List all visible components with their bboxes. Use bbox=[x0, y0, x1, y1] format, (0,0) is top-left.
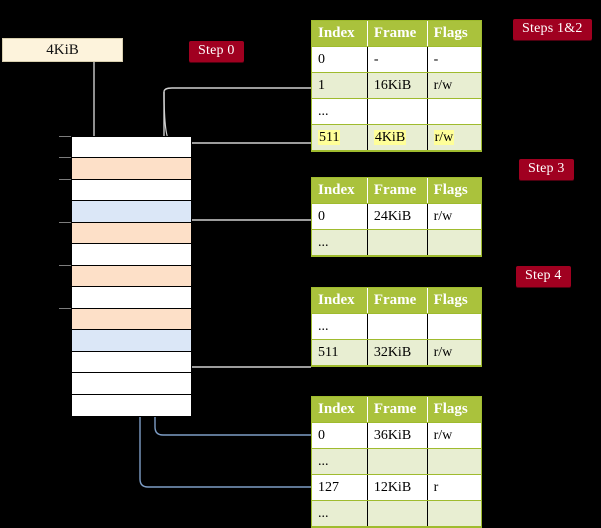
table-row[interactable]: ... bbox=[312, 98, 481, 125]
cell-flags bbox=[427, 98, 481, 125]
memory-row bbox=[72, 201, 191, 223]
cell-flags: r/w bbox=[427, 422, 481, 449]
table-row[interactable]: ... bbox=[312, 500, 481, 527]
table-header-row: Index Frame Flags bbox=[312, 178, 481, 204]
table-row[interactable]: ... bbox=[312, 229, 481, 256]
memory-row bbox=[72, 244, 191, 266]
column-header-frame: Frame bbox=[367, 178, 428, 204]
memory-tick bbox=[59, 222, 71, 223]
cell-index: 511 bbox=[312, 124, 368, 151]
cell-frame: 4KiB bbox=[367, 124, 428, 151]
memory-tick bbox=[59, 136, 71, 137]
table-header-row: Index Frame Flags bbox=[312, 288, 481, 314]
page-table-level-3: Index Frame Flags ... 511 32KiB r/w bbox=[311, 287, 482, 367]
page-table-level-1: Index Frame Flags 0 - - 1 16KiB r/w ... bbox=[311, 20, 482, 152]
cell-index: 1 bbox=[312, 72, 368, 99]
cell-frame: 32KiB bbox=[367, 339, 428, 366]
memory-row bbox=[72, 373, 191, 395]
cell-frame: 24KiB bbox=[367, 203, 428, 230]
virtual-address-box: 4KiB bbox=[2, 38, 123, 62]
cell-frame bbox=[367, 500, 428, 527]
cell-index: 511 bbox=[312, 339, 368, 366]
cell-index: ... bbox=[312, 98, 368, 125]
column-header-frame: Frame bbox=[367, 21, 428, 47]
page-table-level-2: Index Frame Flags 0 24KiB r/w ... bbox=[311, 177, 482, 257]
memory-row bbox=[72, 158, 191, 180]
table-row[interactable]: 127 12KiB r bbox=[312, 474, 481, 501]
cell-frame: 36KiB bbox=[367, 422, 428, 449]
badge-step-4: Step 4 bbox=[516, 266, 571, 287]
cell-index: ... bbox=[312, 448, 368, 475]
column-header-flags: Flags bbox=[427, 21, 481, 47]
cell-flags: r/w bbox=[427, 72, 481, 99]
badge-step-3: Step 3 bbox=[519, 159, 574, 180]
table-row[interactable]: 1 16KiB r/w bbox=[312, 72, 481, 99]
badge-label: Step 3 bbox=[528, 161, 565, 176]
table-row[interactable]: ... bbox=[312, 313, 481, 340]
table-row[interactable]: ... bbox=[312, 448, 481, 475]
cell-flags bbox=[427, 229, 481, 256]
column-header-flags: Flags bbox=[427, 288, 481, 314]
cell-flags bbox=[427, 500, 481, 527]
badge-label: Steps 1&2 bbox=[522, 21, 583, 36]
memory-row bbox=[72, 223, 191, 244]
cell-index: 0 bbox=[312, 203, 368, 230]
memory-tick bbox=[59, 179, 71, 180]
table-row[interactable]: 0 24KiB r/w bbox=[312, 203, 481, 230]
cell-flags: r/w bbox=[427, 339, 481, 366]
memory-row bbox=[72, 137, 191, 158]
cell-index: 0 bbox=[312, 422, 368, 449]
cell-flags: - bbox=[427, 46, 481, 73]
column-header-index: Index bbox=[312, 21, 368, 47]
cell-flags bbox=[427, 448, 481, 475]
column-header-frame: Frame bbox=[367, 288, 428, 314]
badge-label: Step 0 bbox=[198, 43, 235, 58]
memory-row bbox=[72, 395, 191, 416]
memory-tick bbox=[59, 265, 71, 266]
cell-frame bbox=[367, 229, 428, 256]
memory-row bbox=[72, 266, 191, 287]
memory-row bbox=[72, 287, 191, 309]
memory-tick bbox=[59, 157, 71, 158]
badge-step-0: Step 0 bbox=[189, 41, 244, 62]
cell-frame: 16KiB bbox=[367, 72, 428, 99]
cell-index: 0 bbox=[312, 46, 368, 73]
memory-row bbox=[72, 330, 191, 352]
page-table-level-4: Index Frame Flags 0 36KiB r/w ... 127 bbox=[311, 396, 482, 528]
table-row[interactable]: 0 - - bbox=[312, 46, 481, 73]
cell-index: 127 bbox=[312, 474, 368, 501]
table-row-highlighted[interactable]: 511 4KiB r/w bbox=[312, 124, 481, 151]
memory-row bbox=[72, 309, 191, 330]
memory-row bbox=[72, 180, 191, 201]
cell-flags: r/w bbox=[427, 203, 481, 230]
column-header-frame: Frame bbox=[367, 397, 428, 423]
table-header-row: Index Frame Flags bbox=[312, 397, 481, 423]
cell-flags bbox=[427, 313, 481, 340]
column-header-flags: Flags bbox=[427, 397, 481, 423]
cell-frame: 12KiB bbox=[367, 474, 428, 501]
physical-memory-column bbox=[71, 136, 192, 417]
table-row[interactable]: 0 36KiB r/w bbox=[312, 422, 481, 449]
cell-frame bbox=[367, 448, 428, 475]
cell-index: ... bbox=[312, 313, 368, 340]
column-header-index: Index bbox=[312, 178, 368, 204]
cell-frame bbox=[367, 98, 428, 125]
cell-flags: r bbox=[427, 474, 481, 501]
cell-index: ... bbox=[312, 500, 368, 527]
column-header-index: Index bbox=[312, 288, 368, 314]
badge-label: Step 4 bbox=[525, 268, 562, 283]
memory-tick bbox=[59, 308, 71, 309]
column-header-index: Index bbox=[312, 397, 368, 423]
cell-flags: r/w bbox=[427, 124, 481, 151]
table-row[interactable]: 511 32KiB r/w bbox=[312, 339, 481, 366]
memory-row bbox=[72, 352, 191, 373]
table-header-row: Index Frame Flags bbox=[312, 21, 481, 47]
cell-frame bbox=[367, 313, 428, 340]
cell-index: ... bbox=[312, 229, 368, 256]
virtual-address-label: 4KiB bbox=[46, 41, 79, 58]
badge-steps-1-2: Steps 1&2 bbox=[513, 19, 592, 40]
cell-frame: - bbox=[367, 46, 428, 73]
column-header-flags: Flags bbox=[427, 178, 481, 204]
